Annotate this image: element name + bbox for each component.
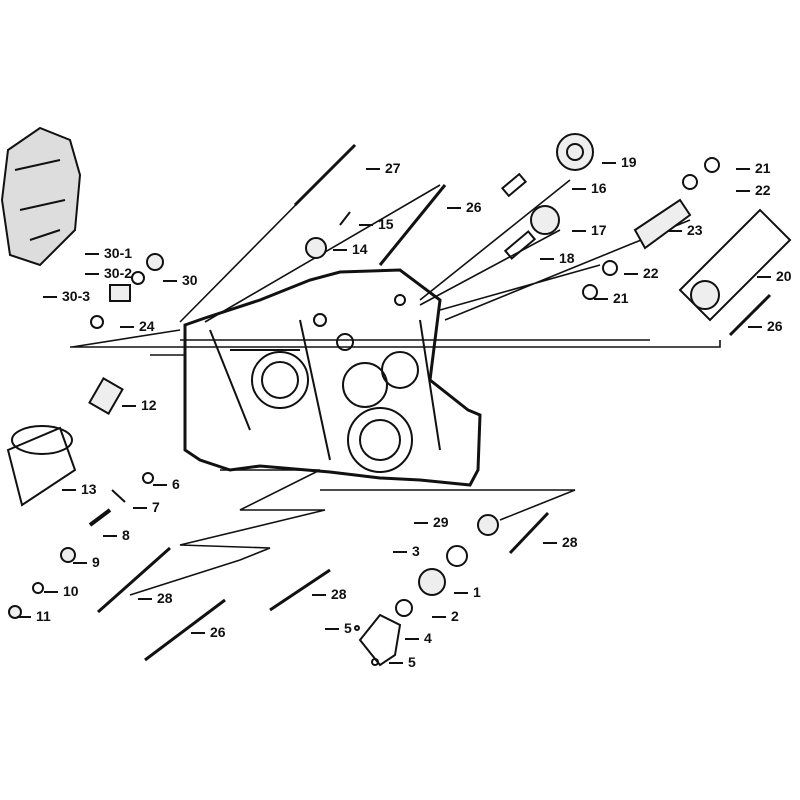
callout-5: 5 bbox=[389, 655, 416, 669]
callout-28: 28 bbox=[312, 587, 347, 601]
callout-20: 20 bbox=[757, 269, 792, 283]
callout-8: 8 bbox=[103, 528, 130, 542]
callout-22: 22 bbox=[736, 183, 771, 197]
callout-21: 21 bbox=[594, 291, 629, 305]
callout-18: 18 bbox=[540, 251, 575, 265]
callout-15: 15 bbox=[359, 217, 394, 231]
callout-4: 4 bbox=[405, 631, 432, 645]
callout-30-2: 30-2 bbox=[85, 266, 132, 280]
callout-23: 23 bbox=[668, 223, 703, 237]
callout-27: 27 bbox=[366, 161, 401, 175]
engine-thumbnail bbox=[0, 126, 82, 267]
callout-19: 19 bbox=[602, 155, 637, 169]
callout-14: 14 bbox=[333, 242, 368, 256]
callout-7: 7 bbox=[133, 500, 160, 514]
callout-13: 13 bbox=[62, 482, 97, 496]
callout-3: 3 bbox=[393, 544, 420, 558]
callout-26: 26 bbox=[447, 200, 482, 214]
callout-12: 12 bbox=[122, 398, 157, 412]
callout-28: 28 bbox=[138, 591, 173, 605]
callout-11: 11 bbox=[17, 609, 51, 623]
callout-5: 5 bbox=[325, 621, 352, 635]
callout-29: 29 bbox=[414, 515, 449, 529]
bolts bbox=[97, 143, 772, 662]
parts bbox=[6, 133, 792, 667]
callout-10: 10 bbox=[44, 584, 79, 598]
callout-30: 30 bbox=[163, 273, 198, 287]
callout-17: 17 bbox=[572, 223, 607, 237]
callout-2: 2 bbox=[432, 609, 459, 623]
callout-24: 24 bbox=[120, 319, 155, 333]
callout-30-3: 30-3 bbox=[43, 289, 90, 303]
callout-26: 26 bbox=[748, 319, 783, 333]
callout-28: 28 bbox=[543, 535, 578, 549]
crankcase-half bbox=[183, 268, 482, 487]
callout-22: 22 bbox=[624, 266, 659, 280]
callout-16: 16 bbox=[572, 181, 607, 195]
callout-1: 1 bbox=[454, 585, 481, 599]
callout-30-1: 30-1 bbox=[85, 246, 132, 260]
callout-26: 26 bbox=[191, 625, 226, 639]
callout-21: 21 bbox=[736, 161, 771, 175]
callout-9: 9 bbox=[73, 555, 100, 569]
callout-6: 6 bbox=[153, 477, 180, 491]
